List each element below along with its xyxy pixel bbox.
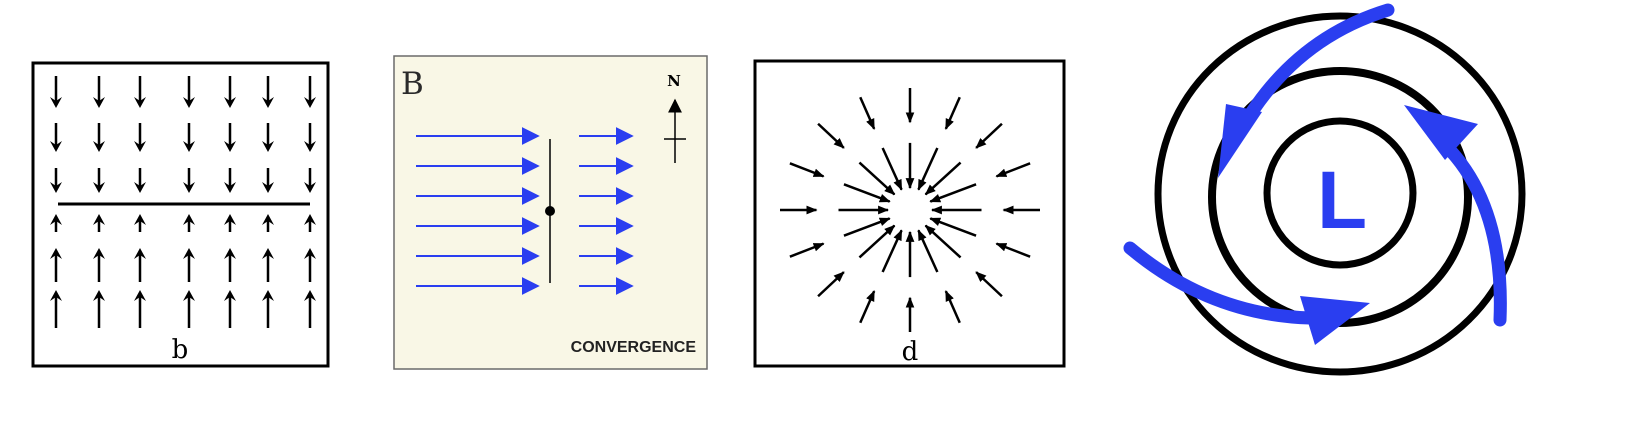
panel-b-arrow-field	[50, 76, 316, 328]
flow-arrowhead	[262, 182, 274, 193]
flow-arrowhead	[262, 290, 274, 301]
radial-arrow-inner	[917, 229, 939, 273]
flow-arrowhead	[304, 182, 316, 193]
panel-b-frame	[31, 61, 330, 368]
flow-arrowhead	[134, 214, 146, 225]
north-arrow-icon: N	[664, 72, 686, 163]
radial-arrow-inner	[924, 161, 962, 196]
radial-arrow-outer	[975, 271, 1003, 298]
radial-arrow-outer	[859, 290, 876, 324]
flow-arrowhead	[224, 248, 236, 259]
radial-arrow-outer	[944, 290, 961, 324]
flow-arrowhead	[93, 248, 105, 259]
panel-d-radial-field	[780, 88, 1040, 332]
flow-arrowhead	[134, 248, 146, 259]
flow-arrowhead	[93, 141, 105, 152]
radial-arrow-outer	[859, 96, 876, 130]
flow-arrowhead	[183, 214, 195, 225]
flow-arrowhead	[93, 214, 105, 225]
radial-arrow-inner	[881, 229, 903, 273]
flow-arrowhead	[50, 182, 62, 193]
panel-b: b	[31, 61, 330, 368]
flow-arrowhead	[183, 248, 195, 259]
radial-arrow-inner	[924, 224, 962, 259]
flow-arrowhead	[262, 141, 274, 152]
radial-arrow-inner	[929, 183, 977, 203]
panel-B-letter: B	[401, 66, 424, 102]
low-pressure-label: L	[1317, 155, 1367, 246]
radial-arrow-inner	[917, 147, 939, 191]
flow-arrowhead	[134, 97, 146, 108]
swirl-arrow-bottom	[1123, 241, 1317, 325]
swirl-arrow-right	[1433, 133, 1507, 327]
flow-arrowhead	[304, 97, 316, 108]
flow-arrowhead	[262, 248, 274, 259]
flow-arrowhead	[93, 97, 105, 108]
flow-arrowhead	[224, 214, 236, 225]
flow-arrowhead	[183, 182, 195, 193]
radial-arrow-inner	[843, 183, 891, 203]
radial-arrow-inner	[881, 147, 903, 191]
radial-arrow-outer	[817, 271, 845, 298]
flow-arrowhead	[134, 141, 146, 152]
radial-arrow-outer	[975, 122, 1003, 149]
flow-arrowhead	[93, 290, 105, 301]
radial-arrow-outer	[817, 122, 845, 149]
panel-B-wind-arrows	[416, 127, 634, 295]
flow-arrowhead	[50, 97, 62, 108]
panel-d-label: d	[902, 337, 919, 367]
flow-arrowhead	[93, 182, 105, 193]
panel-B-convergence-point	[545, 206, 555, 216]
flow-arrowhead	[224, 97, 236, 108]
flow-arrowhead	[262, 214, 274, 225]
flow-arrowhead	[183, 141, 195, 152]
flow-arrowhead	[262, 97, 274, 108]
inner-ring	[1263, 117, 1417, 269]
flow-arrowhead	[134, 290, 146, 301]
radial-arrow-outer	[944, 96, 961, 130]
flow-arrowhead	[304, 141, 316, 152]
flow-arrowhead	[304, 290, 316, 301]
flow-arrowhead	[224, 182, 236, 193]
flow-arrowhead	[183, 97, 195, 108]
panel-d: d	[753, 59, 1066, 368]
flow-arrowhead	[50, 214, 62, 225]
flow-arrowhead	[224, 290, 236, 301]
flow-arrowhead	[50, 248, 62, 259]
radial-arrow-outer	[789, 242, 825, 258]
flow-arrowhead	[304, 248, 316, 259]
radial-arrow-outer	[995, 242, 1031, 258]
outer-ring	[1154, 12, 1526, 376]
swirl-arrowhead-top	[1218, 104, 1262, 178]
panel-b-label: b	[172, 335, 189, 365]
north-label: N	[667, 72, 681, 90]
flow-arrowhead	[304, 214, 316, 225]
flow-arrowhead	[134, 182, 146, 193]
radial-arrow-inner	[929, 217, 977, 237]
radial-arrow-inner	[858, 224, 896, 259]
panel-B-caption: CONVERGENCE	[571, 339, 697, 356]
radial-arrow-outer	[789, 162, 825, 178]
flow-arrowhead	[50, 290, 62, 301]
panel-B: B N CONVERGENCE	[393, 55, 708, 370]
flow-arrowhead	[183, 290, 195, 301]
radial-arrow-outer	[995, 162, 1031, 178]
swirl-arrowhead-bottom	[1300, 296, 1370, 345]
swirl-arrowhead-right	[1404, 105, 1478, 160]
cyclone-swirl-icon: L	[1123, 3, 1526, 376]
flow-arrowhead	[50, 141, 62, 152]
radial-arrow-inner	[858, 161, 896, 196]
flow-arrowhead	[224, 141, 236, 152]
radial-arrow-inner	[843, 217, 891, 237]
